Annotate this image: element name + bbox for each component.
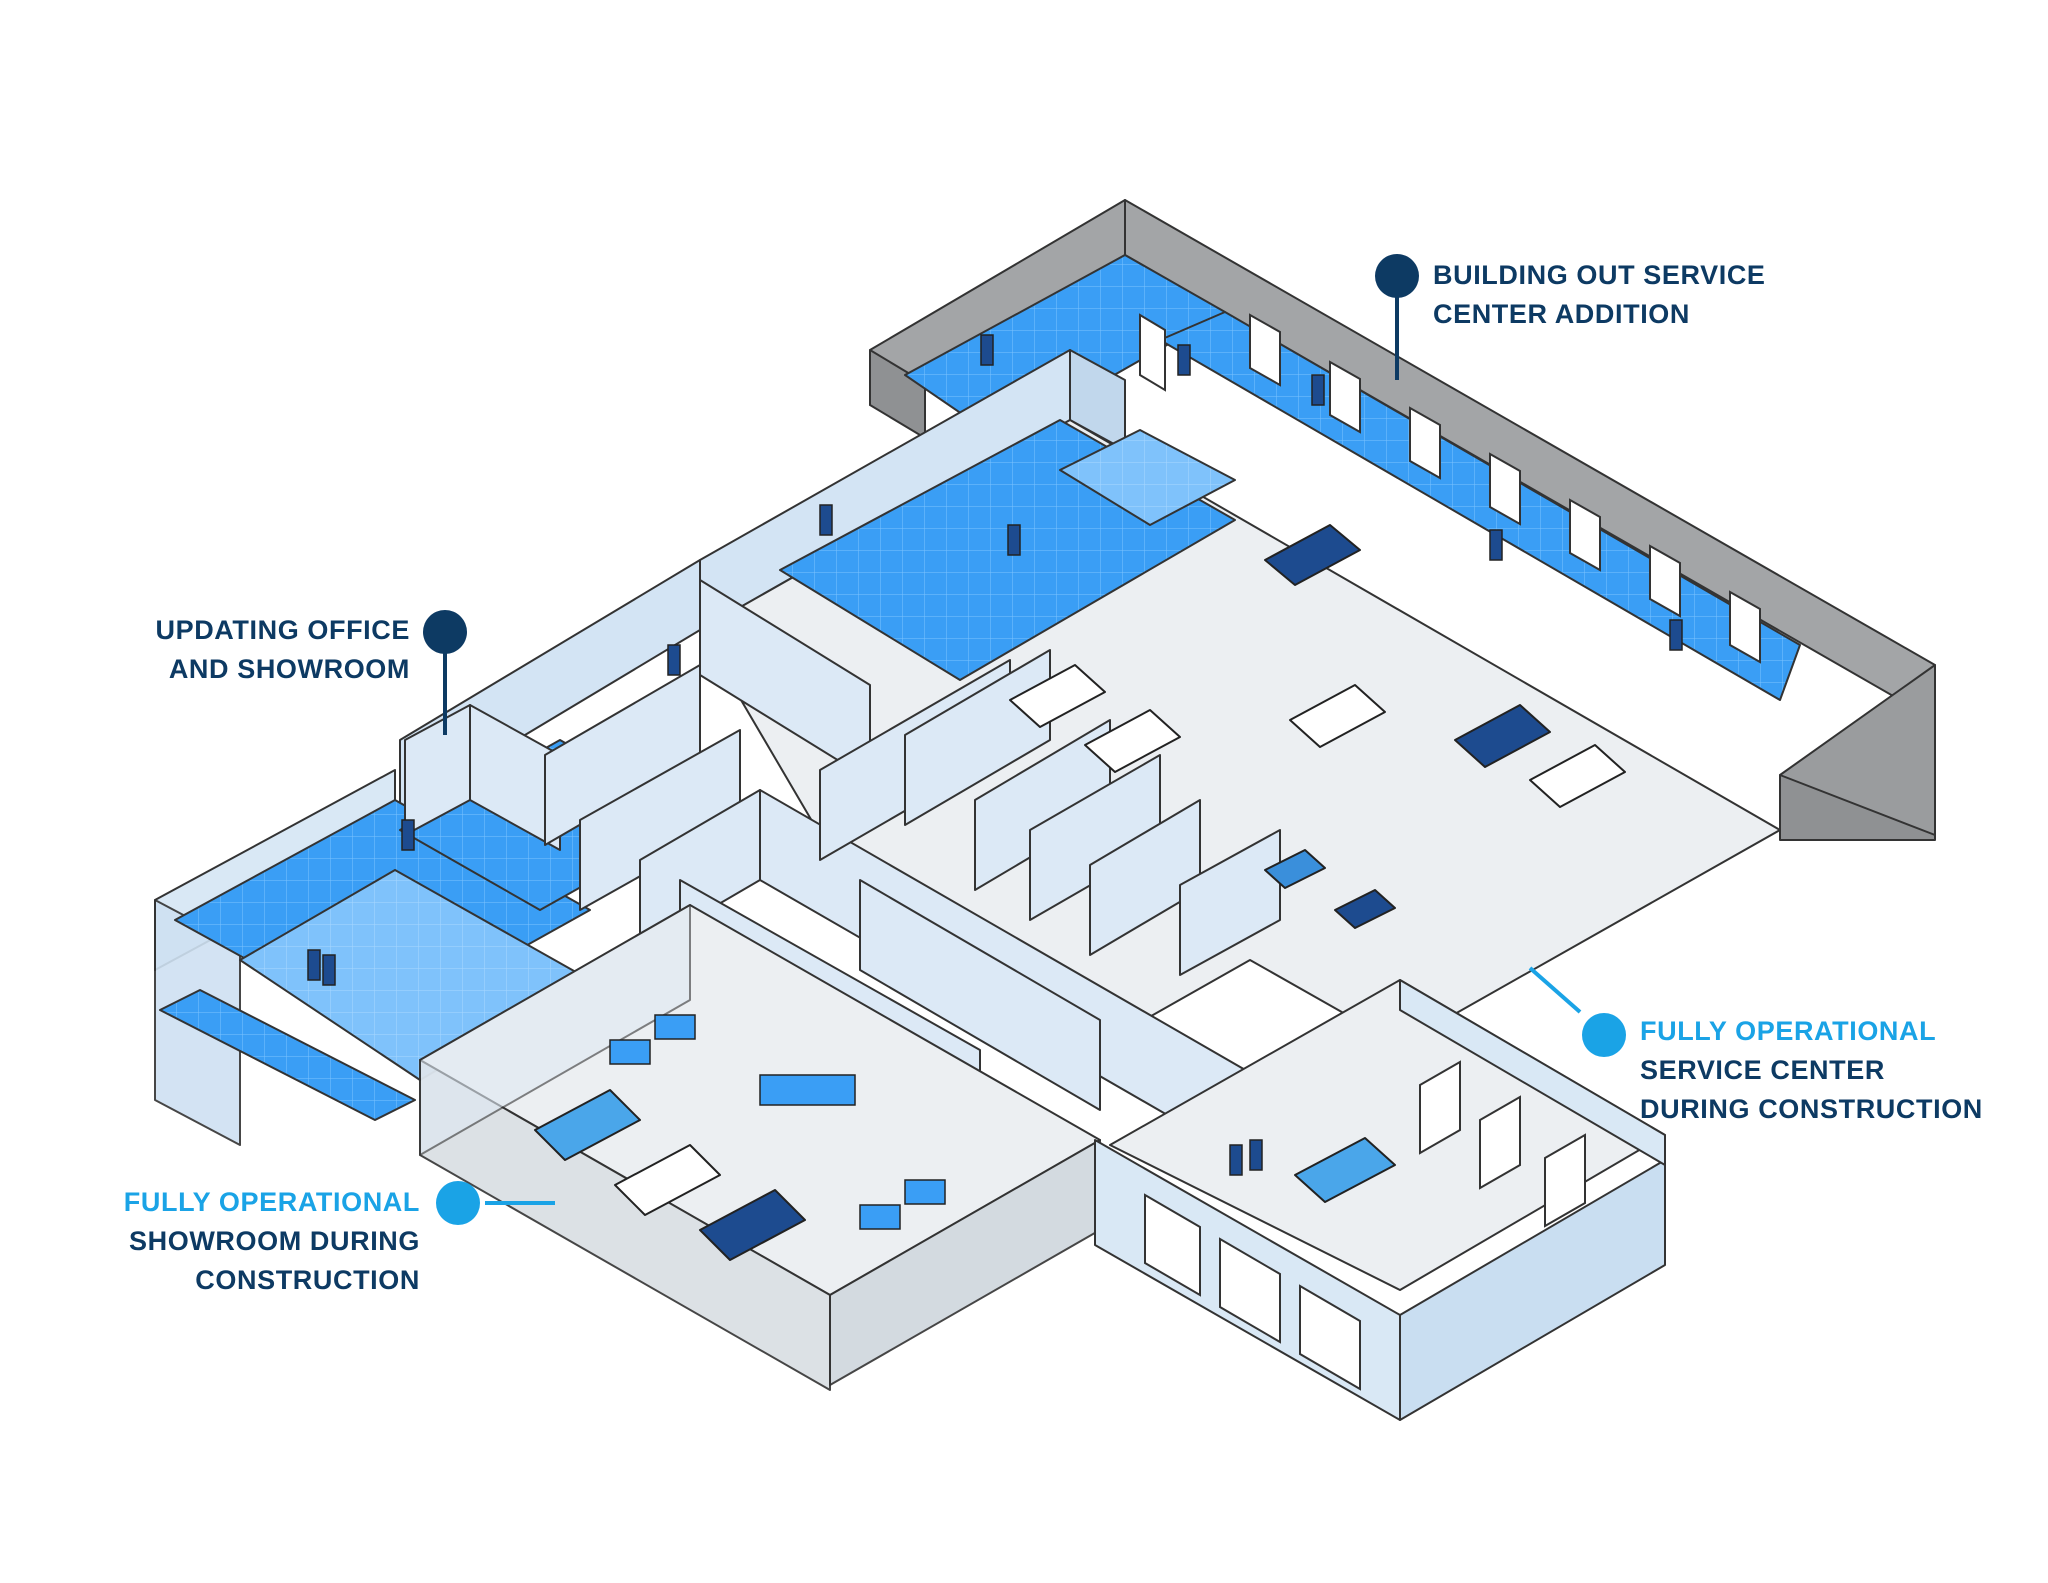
office-showroom-label-line1: UPDATING OFFICE (155, 615, 410, 645)
service-addition-label-line1: BUILDING OUT SERVICE (1433, 260, 1766, 290)
service-center-label-line3: DURING CONSTRUCTION (1640, 1094, 1983, 1124)
office-showroom-label: UPDATING OFFICE AND SHOWROOM (156, 611, 411, 689)
showroom-label-line3: CONSTRUCTION (195, 1265, 420, 1295)
showroom-label-line1: FULLY OPERATIONAL (123, 1187, 420, 1217)
office-desks (609, 1014, 946, 1230)
roll-up-doors (1139, 313, 1761, 664)
service-addition-walls (869, 199, 1936, 841)
service-addition-label: BUILDING OUT SERVICE CENTER ADDITION (1433, 256, 1766, 334)
workers (307, 334, 1683, 1176)
service-center-label-line1: FULLY OPERATIONAL (1640, 1016, 1937, 1046)
service-center-label: FULLY OPERATIONAL SERVICE CENTER DURING … (1640, 1012, 1983, 1129)
service-entrance-doors (1144, 1060, 1586, 1391)
office-showroom-label-line2: AND SHOWROOM (168, 654, 410, 684)
vehicles (534, 524, 1626, 1261)
showroom-label: FULLY OPERATIONAL SHOWROOM DURING CONSTR… (124, 1183, 420, 1300)
callout-markers (423, 254, 1626, 1225)
service-center-label-line2: SERVICE CENTER (1640, 1055, 1885, 1085)
service-addition-label-line2: CENTER ADDITION (1433, 299, 1690, 329)
showroom-label-line2: SHOWROOM DURING (129, 1226, 420, 1256)
